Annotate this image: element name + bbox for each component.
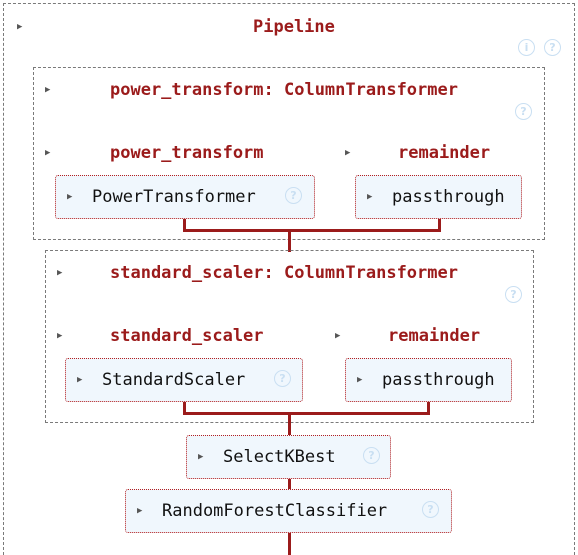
scaler-passthrough-label: passthrough bbox=[382, 370, 495, 390]
scaler-remainder-branch-label[interactable]: remainder bbox=[388, 326, 481, 346]
connector-line bbox=[183, 412, 430, 415]
pipeline-title[interactable]: Pipeline bbox=[253, 17, 335, 37]
power-transform-help-icon[interactable]: ? bbox=[515, 103, 532, 120]
select-k-best-label: SelectKBest bbox=[223, 447, 336, 467]
power-passthrough-label: passthrough bbox=[392, 187, 505, 207]
pipeline-expand-caret-icon[interactable]: ▶ bbox=[17, 22, 23, 32]
connector-line bbox=[438, 219, 441, 230]
select-k-best-help-icon[interactable]: ? bbox=[363, 447, 380, 464]
connector-line bbox=[183, 219, 186, 230]
help-icon[interactable]: ? bbox=[544, 39, 561, 56]
power-transform-branch-caret-icon[interactable]: ▶ bbox=[45, 148, 51, 158]
power-transform-title[interactable]: power_transform: ColumnTransformer bbox=[110, 80, 458, 100]
power-transformer-estimator[interactable]: ▶ PowerTransformer ? bbox=[55, 175, 315, 219]
standard-scaler-estimator-help-icon[interactable]: ? bbox=[274, 370, 291, 387]
pipeline-container bbox=[3, 3, 575, 555]
standard-scaler-label: StandardScaler bbox=[102, 370, 246, 390]
power-remainder-branch-caret-icon[interactable]: ▶ bbox=[345, 148, 351, 158]
standard-scaler-branch-caret-icon[interactable]: ▶ bbox=[57, 331, 63, 341]
random-forest-classifier-caret-icon[interactable]: ▶ bbox=[137, 506, 143, 516]
scaler-passthrough-estimator[interactable]: ▶ passthrough bbox=[345, 358, 512, 402]
connector-line bbox=[288, 412, 291, 435]
standard-scaler-branch-label[interactable]: standard_scaler bbox=[110, 326, 264, 346]
connector-line bbox=[183, 229, 441, 232]
connector-line bbox=[288, 229, 291, 252]
power-transformer-label: PowerTransformer bbox=[92, 187, 256, 207]
select-k-best-caret-icon[interactable]: ▶ bbox=[198, 452, 204, 462]
random-forest-classifier-help-icon[interactable]: ? bbox=[422, 501, 439, 518]
connector-line bbox=[288, 479, 291, 490]
connector-line bbox=[288, 533, 291, 555]
power-remainder-branch-label[interactable]: remainder bbox=[398, 143, 491, 163]
select-k-best-estimator[interactable]: ▶ SelectKBest ? bbox=[186, 435, 391, 479]
random-forest-classifier-estimator[interactable]: ▶ RandomForestClassifier ? bbox=[125, 489, 452, 533]
power-passthrough-caret-icon[interactable]: ▶ bbox=[367, 192, 373, 202]
connector-line bbox=[427, 402, 430, 413]
power-transform-branch-label[interactable]: power_transform bbox=[110, 143, 264, 163]
connector-line bbox=[183, 402, 186, 413]
standard-scaler-caret-icon[interactable]: ▶ bbox=[77, 375, 83, 385]
standard-scaler-estimator[interactable]: ▶ StandardScaler ? bbox=[65, 358, 303, 402]
standard-scaler-expand-caret-icon[interactable]: ▶ bbox=[57, 268, 63, 278]
power-transformer-caret-icon[interactable]: ▶ bbox=[67, 192, 73, 202]
scaler-passthrough-caret-icon[interactable]: ▶ bbox=[357, 375, 363, 385]
standard-scaler-help-icon[interactable]: ? bbox=[505, 286, 522, 303]
power-transform-expand-caret-icon[interactable]: ▶ bbox=[45, 85, 51, 95]
standard-scaler-title[interactable]: standard_scaler: ColumnTransformer bbox=[110, 263, 458, 283]
power-transformer-help-icon[interactable]: ? bbox=[285, 187, 302, 204]
scaler-remainder-branch-caret-icon[interactable]: ▶ bbox=[335, 331, 341, 341]
random-forest-classifier-label: RandomForestClassifier bbox=[162, 501, 388, 521]
power-passthrough-estimator[interactable]: ▶ passthrough bbox=[355, 175, 522, 219]
info-icon[interactable]: i bbox=[518, 39, 535, 56]
